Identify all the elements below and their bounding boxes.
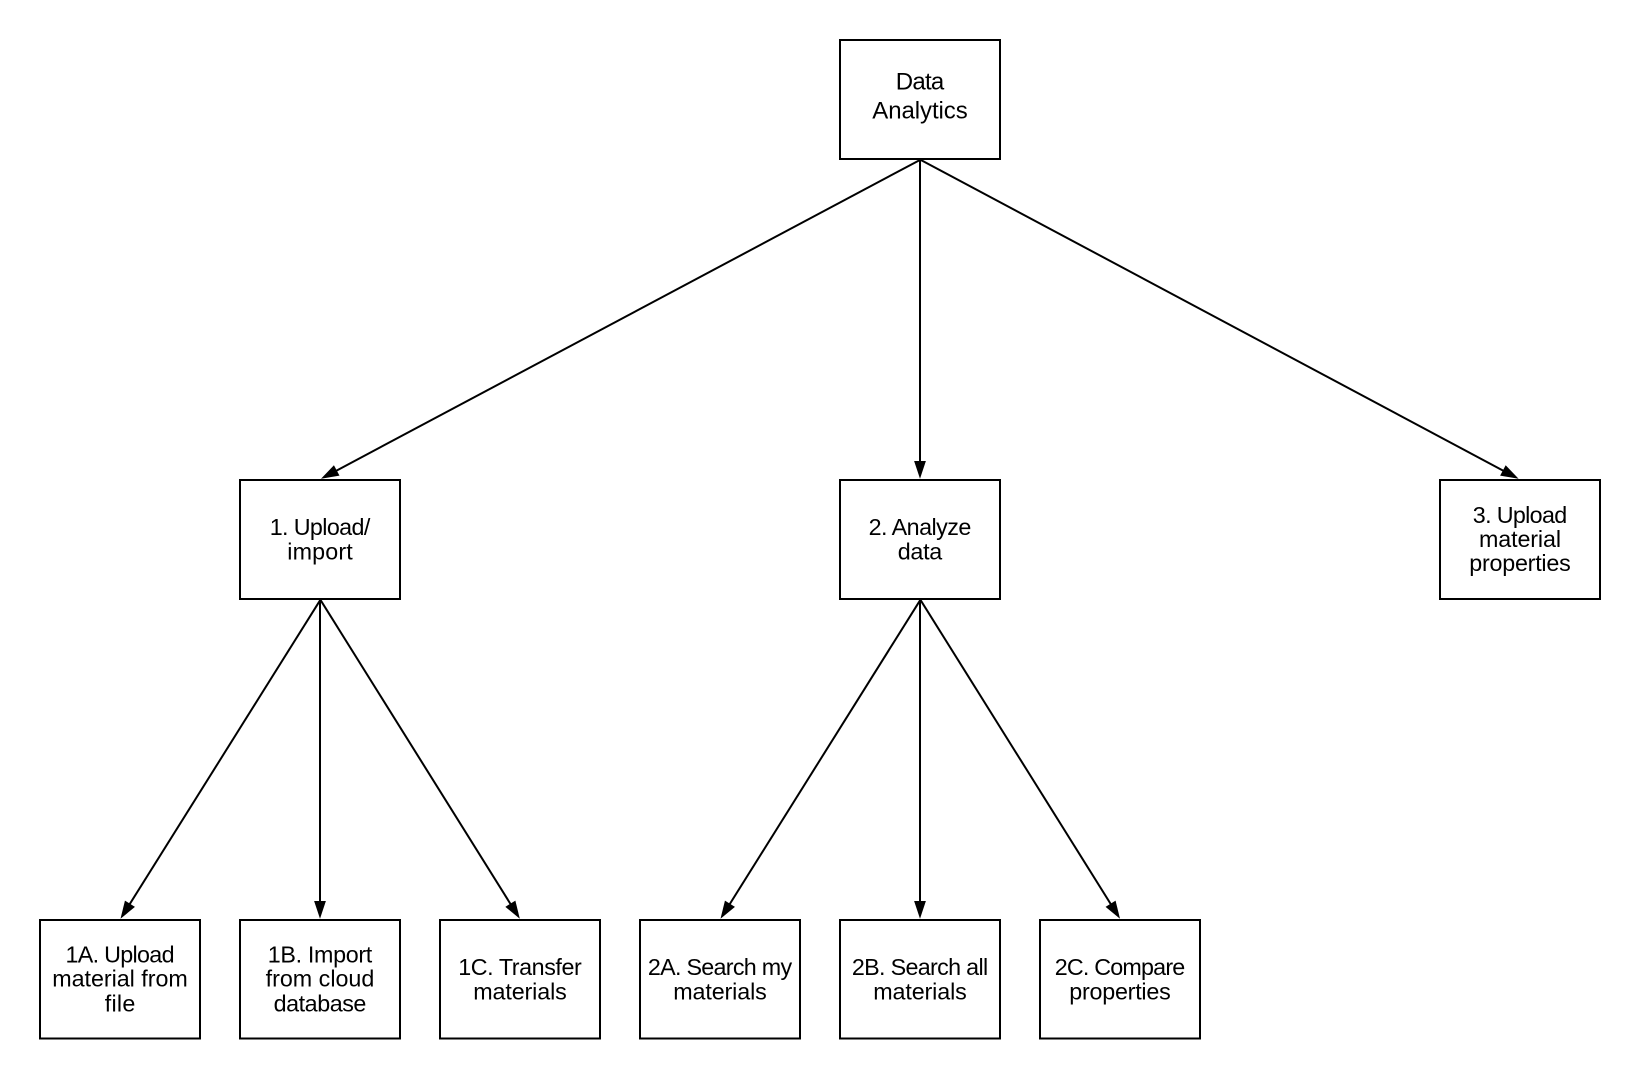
svg-text:2B. Search all: 2B. Search all: [852, 954, 988, 980]
svg-text:1B. Import: 1B. Import: [268, 942, 373, 968]
svg-text:materials: materials: [473, 979, 567, 1005]
svg-text:properties: properties: [1469, 550, 1571, 576]
svg-text:2. Analyze: 2. Analyze: [869, 514, 972, 540]
svg-text:1. Upload/: 1. Upload/: [270, 514, 371, 540]
svg-text:1A. Upload: 1A. Upload: [65, 942, 174, 968]
svg-text:3. Upload: 3. Upload: [1473, 502, 1567, 528]
svg-text:import: import: [287, 539, 353, 565]
svg-text:2A. Search my: 2A. Search my: [648, 954, 793, 980]
svg-text:file: file: [105, 991, 136, 1017]
svg-text:material from: material from: [52, 966, 188, 992]
svg-text:materials: materials: [673, 979, 767, 1005]
svg-text:materials: materials: [873, 979, 967, 1005]
svg-text:Analytics: Analytics: [872, 98, 967, 125]
svg-text:properties: properties: [1069, 979, 1171, 1005]
svg-text:database: database: [274, 991, 367, 1017]
svg-text:Data: Data: [896, 69, 945, 96]
svg-text:1C. Transfer: 1C. Transfer: [458, 954, 582, 980]
svg-text:2C. Compare: 2C. Compare: [1055, 954, 1186, 980]
svg-text:data: data: [898, 539, 943, 565]
svg-text:from cloud: from cloud: [266, 966, 375, 992]
svg-text:material: material: [1479, 526, 1561, 552]
